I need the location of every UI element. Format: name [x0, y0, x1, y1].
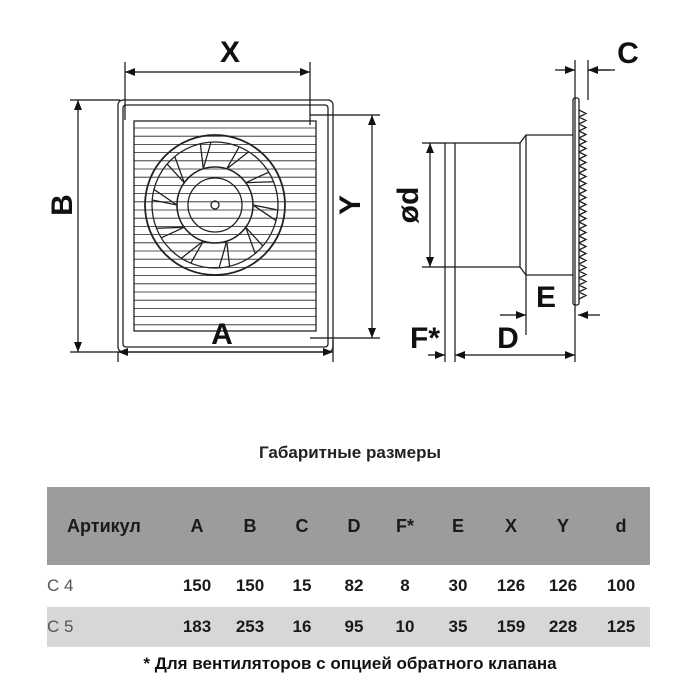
column-header: C	[295, 515, 309, 536]
side-dimensions	[422, 60, 615, 362]
table-cell: 150	[182, 576, 212, 595]
fan-blade	[199, 141, 212, 170]
table-cell: 8	[400, 576, 410, 595]
table-cell: 183	[182, 617, 212, 636]
table-cell: 95	[344, 617, 364, 636]
column-header: E	[451, 515, 465, 536]
fan-blade	[166, 156, 185, 184]
table-cell: 159	[496, 617, 526, 636]
fan-blade	[245, 171, 274, 184]
column-header: Y	[556, 515, 570, 536]
footnote: * Для вентиляторов с опцией обратного кл…	[143, 654, 557, 673]
dimensions-table: Артикул A B C D F* E X Y d С 4 150 150 1…	[47, 487, 650, 647]
dimension-label-d-diameter: ød	[392, 187, 425, 224]
dimension-label-b: B	[46, 194, 79, 216]
dimension-label-x: X	[220, 36, 240, 69]
table-cell: 126	[548, 576, 578, 595]
fan-blade	[180, 240, 204, 264]
column-header: Артикул	[67, 515, 141, 536]
table-cell: 228	[548, 617, 578, 636]
table-cell: 30	[448, 576, 468, 595]
column-header: A	[190, 515, 204, 536]
article-cell: С 5	[47, 617, 74, 636]
fan-blade	[218, 240, 231, 269]
dimension-label-c: C	[617, 37, 639, 70]
table-cell: 82	[344, 576, 364, 595]
dimension-label-f: F*	[410, 322, 440, 355]
fan-blade	[252, 204, 278, 222]
table-cell: 100	[606, 576, 636, 595]
table-cell: 253	[235, 617, 265, 636]
column-header: B	[243, 515, 257, 536]
dimension-label-d: D	[497, 322, 519, 355]
dimension-label-a: A	[211, 318, 233, 351]
table-cell: 125	[606, 617, 636, 636]
dimension-label-e: E	[536, 281, 556, 314]
fan-blade	[152, 188, 178, 206]
dimension-label-y: Y	[334, 195, 367, 215]
table-header-row: Артикул A B C D F* E X Y d	[47, 487, 650, 565]
column-header: X	[504, 515, 518, 536]
front-dimensions	[70, 62, 380, 362]
article-cell: С 4	[47, 576, 74, 595]
front-view	[117, 99, 334, 353]
fan-blade	[156, 226, 185, 239]
table-cell: 35	[448, 617, 468, 636]
table-row: С 4 150 150 15 82 8 30 126 126 100	[47, 568, 650, 604]
column-header: D	[347, 515, 361, 536]
fan-dimension-drawing: X A B Y ød C E D F*	[46, 36, 639, 362]
column-header: F*	[396, 515, 414, 536]
fan-blade	[245, 226, 264, 254]
table-title: Габаритные размеры	[259, 443, 441, 462]
table-cell: 150	[235, 576, 265, 595]
table-cell: 16	[292, 617, 312, 636]
table-cell: 10	[395, 617, 415, 636]
table-cell: 15	[292, 576, 312, 595]
table-row: С 5 183 253 16 95 10 35 159 228 125	[47, 607, 650, 647]
fan-blade	[226, 146, 250, 170]
side-view	[445, 97, 588, 306]
column-header: d	[615, 515, 627, 536]
table-cell: 126	[496, 576, 526, 595]
